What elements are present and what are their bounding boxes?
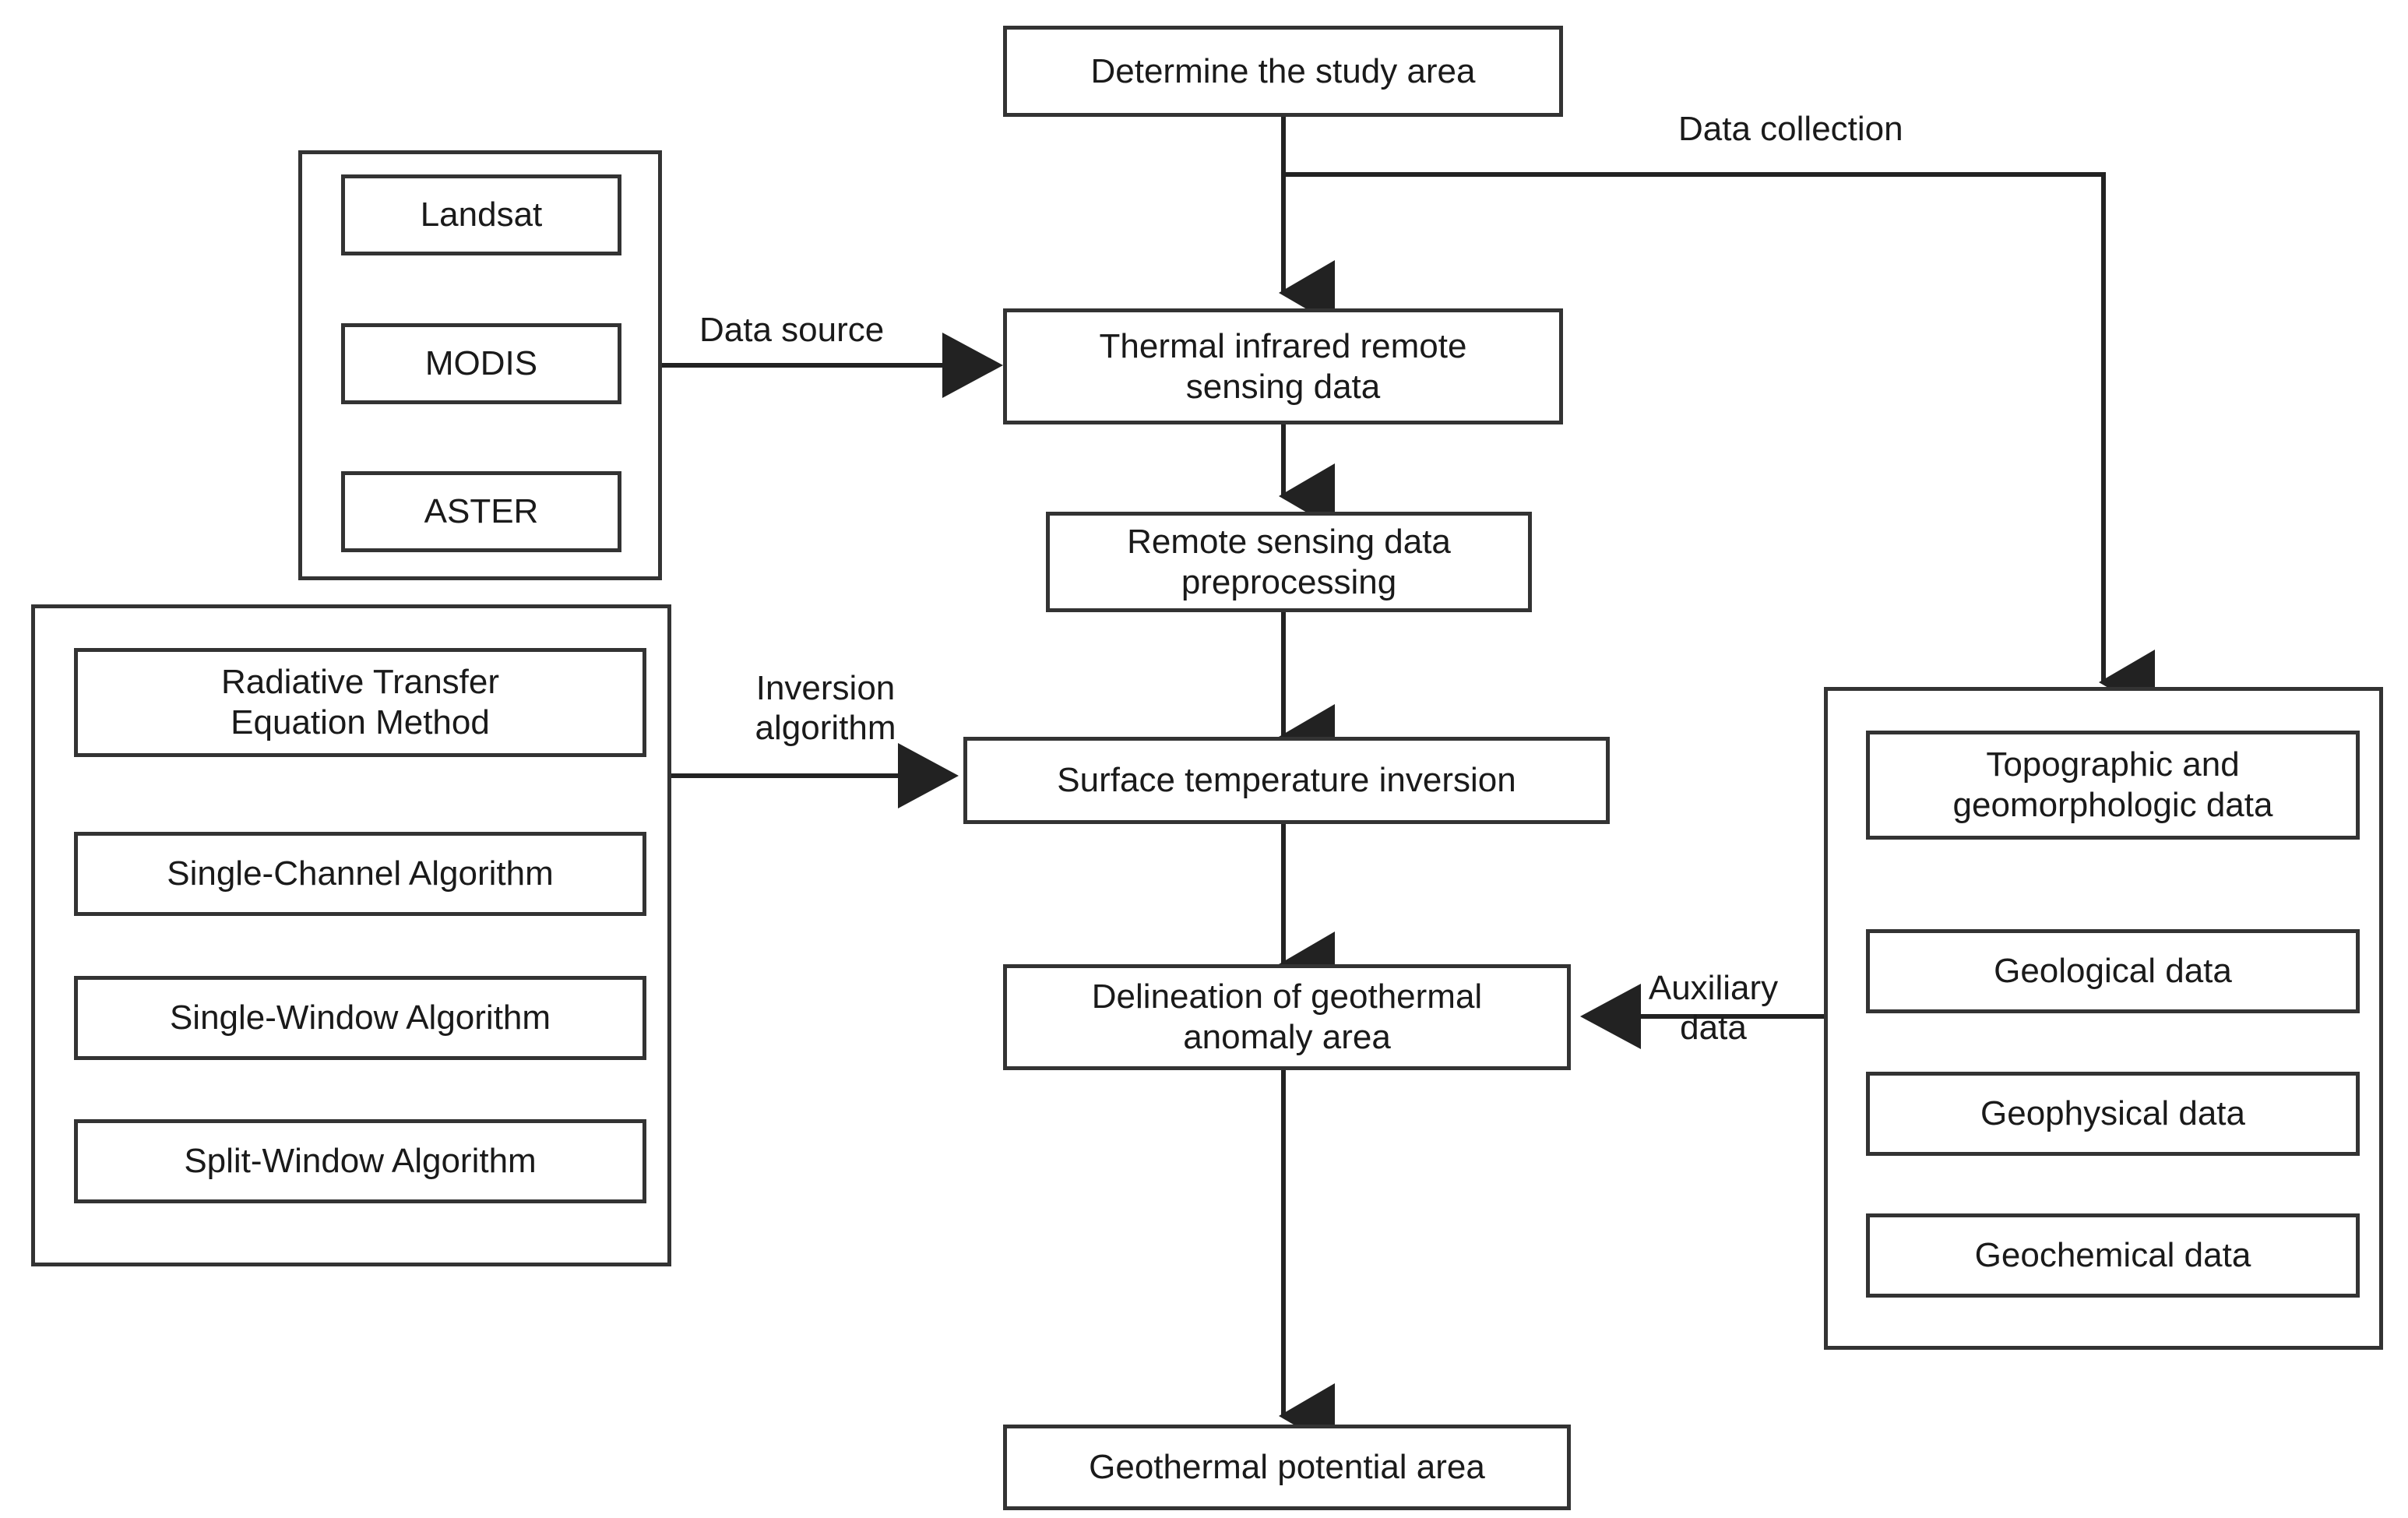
- algorithm-item-radiative-transfer-equation-method-label: Radiative Transfer Equation Method: [220, 663, 500, 741]
- algorithm-item-single-channel-algorithm[interactable]: Single-Channel Algorithm: [74, 832, 646, 916]
- node-thermal-infrared-remote-sensing-data[interactable]: Thermal infrared remote sensing data: [1003, 308, 1563, 424]
- edge-label-data-source: Data source: [699, 311, 885, 349]
- node-determine-study-area[interactable]: Determine the study area: [1003, 26, 1563, 117]
- data-source-item-modis[interactable]: MODIS: [341, 323, 621, 404]
- node-remote-sensing-data-preprocessing-label: Remote sensing data preprocessing: [1127, 522, 1451, 601]
- data-source-item-landsat-label: Landsat: [420, 195, 543, 234]
- auxiliary-item-geochemical-data[interactable]: Geochemical data: [1866, 1213, 2360, 1298]
- data-source-item-aster[interactable]: ASTER: [341, 471, 621, 552]
- algorithm-item-split-window-algorithm-label: Split-Window Algorithm: [184, 1142, 537, 1181]
- node-thermal-infrared-remote-sensing-data-label: Thermal infrared remote sensing data: [1099, 326, 1467, 406]
- node-surface-temperature-inversion[interactable]: Surface temperature inversion: [963, 737, 1610, 824]
- algorithm-item-split-window-algorithm[interactable]: Split-Window Algorithm: [74, 1119, 646, 1203]
- auxiliary-item-topographic-and-geomorphologic-data-label: Topographic and geomorphologic data: [1952, 745, 2273, 824]
- node-determine-study-area-label: Determine the study area: [1090, 51, 1476, 90]
- algorithm-item-single-channel-algorithm-label: Single-Channel Algorithm: [167, 854, 554, 893]
- edge-label-auxiliary-data: Auxiliary data: [1648, 969, 1779, 1048]
- node-geothermal-potential-area-label: Geothermal potential area: [1089, 1448, 1485, 1487]
- data-source-item-landsat[interactable]: Landsat: [341, 174, 621, 255]
- auxiliary-item-geological-data[interactable]: Geological data: [1866, 929, 2360, 1013]
- data-source-item-modis-label: MODIS: [424, 344, 538, 383]
- edge-label-data-collection: Data collection: [1678, 110, 1903, 148]
- algorithm-item-single-window-algorithm[interactable]: Single-Window Algorithm: [74, 976, 646, 1060]
- edge-label-inversion-algorithm: Inversion algorithm: [755, 669, 896, 748]
- auxiliary-item-geophysical-data-label: Geophysical data: [1980, 1094, 2245, 1133]
- auxiliary-item-geophysical-data[interactable]: Geophysical data: [1866, 1072, 2360, 1156]
- auxiliary-item-geological-data-label: Geological data: [1994, 952, 2232, 991]
- auxiliary-item-geochemical-data-label: Geochemical data: [1974, 1236, 2251, 1275]
- data-source-item-aster-label: ASTER: [424, 492, 539, 531]
- node-delineation-of-geothermal-anomaly-area-label: Delineation of geothermal anomaly area: [1091, 977, 1483, 1056]
- node-geothermal-potential-area[interactable]: Geothermal potential area: [1003, 1425, 1571, 1510]
- node-remote-sensing-data-preprocessing[interactable]: Remote sensing data preprocessing: [1046, 512, 1532, 612]
- algorithm-item-radiative-transfer-equation-method[interactable]: Radiative Transfer Equation Method: [74, 648, 646, 757]
- auxiliary-item-topographic-and-geomorphologic-data[interactable]: Topographic and geomorphologic data: [1866, 731, 2360, 840]
- algorithm-item-single-window-algorithm-label: Single-Window Algorithm: [169, 998, 551, 1037]
- node-surface-temperature-inversion-label: Surface temperature inversion: [1057, 761, 1516, 800]
- node-delineation-of-geothermal-anomaly-area[interactable]: Delineation of geothermal anomaly area: [1003, 964, 1571, 1070]
